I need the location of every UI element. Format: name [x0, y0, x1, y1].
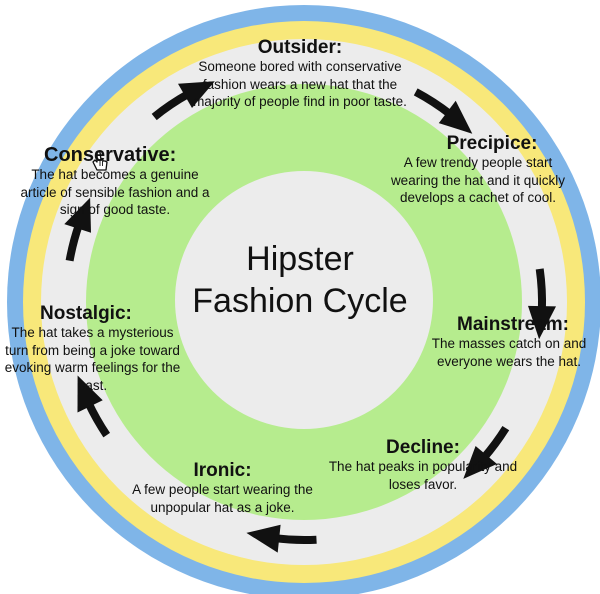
stage-description: A few people start wearing the unpopular… [132, 482, 313, 515]
stage-nostalgic: Nostalgic: The hat takes a mysterious tu… [0, 303, 185, 394]
stage-description: A few trendy people start wearing the ha… [390, 155, 566, 205]
hand-cursor-icon [92, 151, 108, 171]
stage-outsider: Outsider: Someone bored with conservativ… [185, 37, 415, 111]
stage-mainstream: Mainstream: The masses catch on and ever… [418, 314, 600, 370]
title-line-1: Hipster [246, 240, 354, 278]
curved-arrow-icon [413, 88, 473, 134]
curved-arrow-icon [528, 268, 556, 340]
stage-title: Precipice: [446, 133, 538, 154]
title-line-2: Fashion Cycle [192, 282, 408, 320]
stage-description: The hat peaks in popularity and loses fa… [328, 459, 518, 492]
stage-title: Decline: [386, 437, 460, 458]
curved-arrow-icon [151, 81, 215, 121]
stage-title: Ironic: [193, 460, 252, 481]
stage-title: Nostalgic: [40, 303, 132, 324]
stage-conservative: Conservative: The hat becomes a genuine … [20, 145, 210, 219]
curved-arrow-icon [463, 425, 510, 479]
stage-description: The hat takes a mysterious turn from bei… [4, 325, 181, 393]
stage-title: Conservative: [44, 144, 177, 166]
stage-title: Outsider: [257, 37, 343, 58]
stage-description: Someone bored with conservative fashion … [193, 59, 407, 109]
curved-arrow-icon [246, 524, 317, 553]
stage-title: Mainstream: [457, 314, 569, 335]
curved-arrow-icon [77, 375, 111, 438]
stage-decline: Decline: The hat peaks in popularity and… [328, 437, 518, 493]
center-disc [175, 171, 433, 429]
cycle-arrows [64, 81, 556, 553]
curved-arrow-icon [64, 197, 91, 262]
diagram-title: Hipster Fashion Cycle [170, 238, 430, 322]
stage-description: The hat becomes a genuine article of sen… [20, 167, 210, 217]
stage-precipice: Precipice: A few trendy people start wea… [383, 133, 573, 207]
stage-description: The masses catch on and everyone wears t… [431, 336, 587, 369]
stage-ironic: Ironic: A few people start wearing the u… [120, 460, 325, 516]
